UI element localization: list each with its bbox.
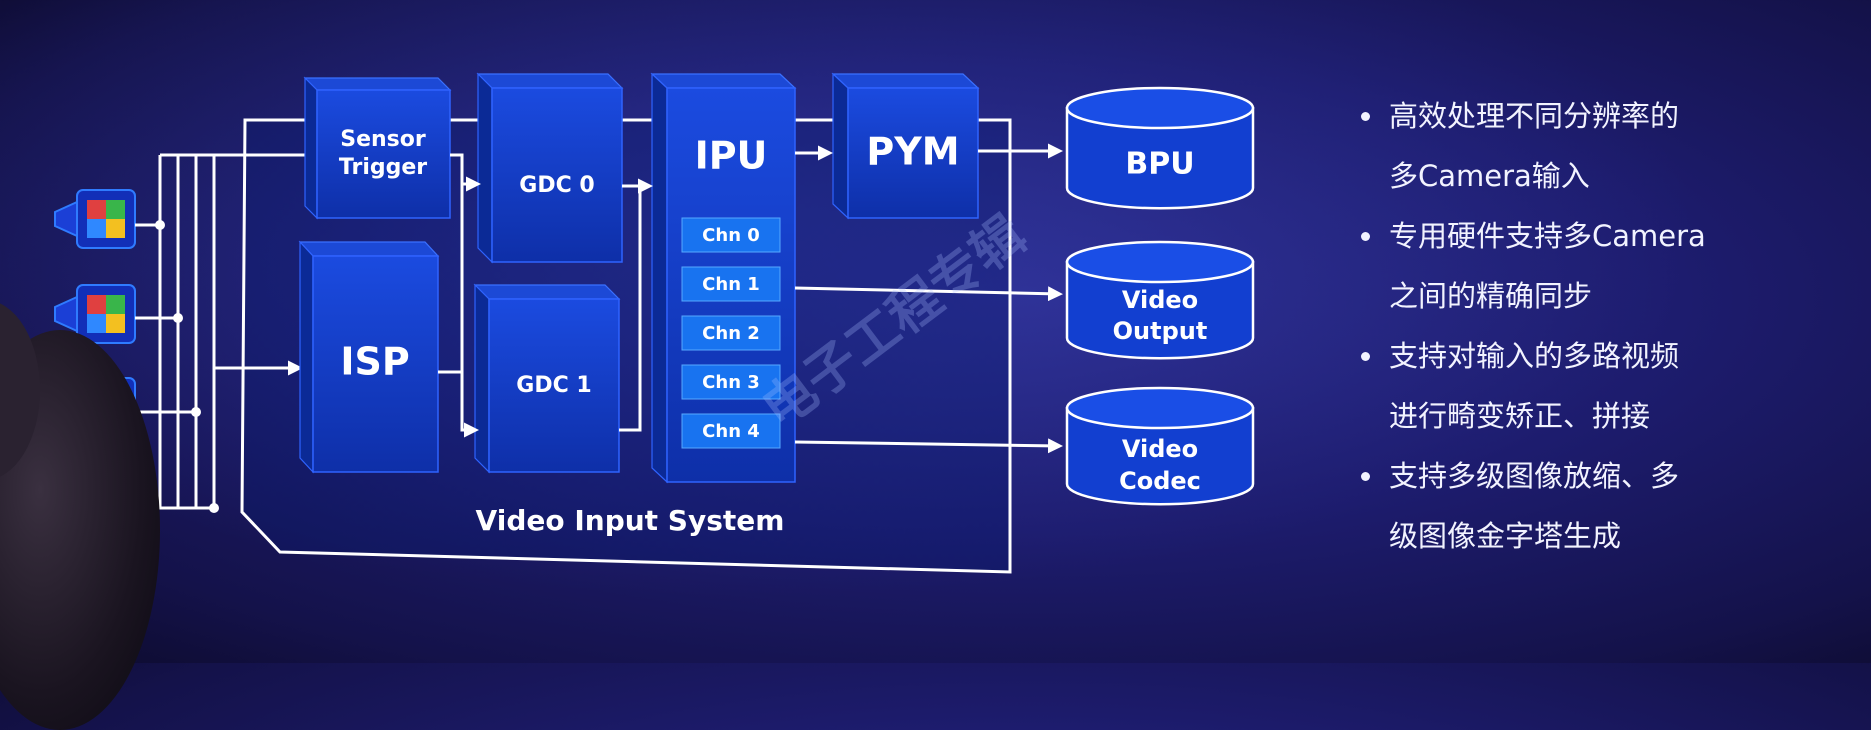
chn3: Chn 3	[681, 364, 781, 400]
bullet-line: 进行畸变矫正、拼接	[1389, 399, 1651, 433]
isp-box: ISP	[298, 240, 440, 474]
gdc1-label: GDC 1	[516, 373, 591, 398]
camera-icon	[54, 284, 136, 344]
sensor-trigger-label-1: Sensor	[340, 127, 426, 152]
bullet-line: 支持多级图像放缩、多	[1389, 459, 1680, 493]
video-codec-cylinder: Video Codec	[1065, 386, 1255, 506]
pym-box: PYM	[831, 72, 980, 220]
camera-bus-lines	[135, 153, 318, 513]
sensor-trigger-box: Sensor Trigger	[303, 76, 452, 220]
gdc0-label: GDC 0	[519, 173, 594, 198]
chn1: Chn 1	[681, 266, 781, 302]
bullet-line: 之间的精确同步	[1389, 279, 1593, 313]
gdc1-box: GDC 1	[473, 283, 621, 474]
bpu-label: BPU	[1125, 147, 1194, 182]
isp-label: ISP	[340, 340, 409, 384]
ipu-label: IPU	[695, 134, 768, 178]
chn1-label: Chn 1	[702, 274, 760, 295]
sensor-trigger-label-2: Trigger	[339, 155, 427, 180]
flow-lines	[438, 143, 1063, 454]
bpu-cylinder: BPU	[1065, 86, 1255, 210]
frame-label: Video Input System	[476, 504, 785, 537]
bullet-item: 支持对输入的多路视频 进行畸变矫正、拼接	[1355, 326, 1855, 446]
chn4: Chn 4	[681, 413, 781, 449]
chn4-label: Chn 4	[702, 421, 760, 442]
architecture-diagram: Video Input System	[54, 72, 1255, 574]
bullet-line: 高效处理不同分辨率的	[1389, 99, 1680, 133]
video-output-label-2: Output	[1113, 317, 1208, 345]
video-output-label-1: Video	[1122, 286, 1198, 314]
bullet-list: 高效处理不同分辨率的 多Camera输入 专用硬件支持多Camera 之间的精确…	[1355, 86, 1855, 566]
ipu-box: IPU Chn 0 Chn 1 Chn 2 Chn 3 Chn 4	[650, 72, 797, 484]
chn0: Chn 0	[681, 217, 781, 253]
bullet-item: 专用硬件支持多Camera 之间的精确同步	[1355, 206, 1855, 326]
bullet-item: 支持多级图像放缩、多 级图像金字塔生成	[1355, 446, 1855, 566]
chn2: Chn 2	[681, 315, 781, 351]
gdc0-box: GDC 0	[476, 72, 624, 264]
bullet-line: 级图像金字塔生成	[1389, 519, 1622, 553]
camera-icon	[54, 189, 136, 249]
bullet-line: 多Camera输入	[1389, 159, 1590, 193]
chn0-label: Chn 0	[702, 225, 760, 246]
bullet-line: 专用硬件支持多Camera	[1389, 219, 1706, 253]
bullet-item: 高效处理不同分辨率的 多Camera输入	[1355, 86, 1855, 206]
chn2-label: Chn 2	[702, 323, 760, 344]
pym-label: PYM	[866, 130, 959, 174]
chn3-label: Chn 3	[702, 372, 760, 393]
video-codec-label-1: Video	[1122, 435, 1198, 463]
bullet-line: 支持对输入的多路视频	[1389, 339, 1680, 373]
video-output-cylinder: Video Output	[1065, 240, 1255, 360]
video-codec-label-2: Codec	[1119, 467, 1201, 495]
